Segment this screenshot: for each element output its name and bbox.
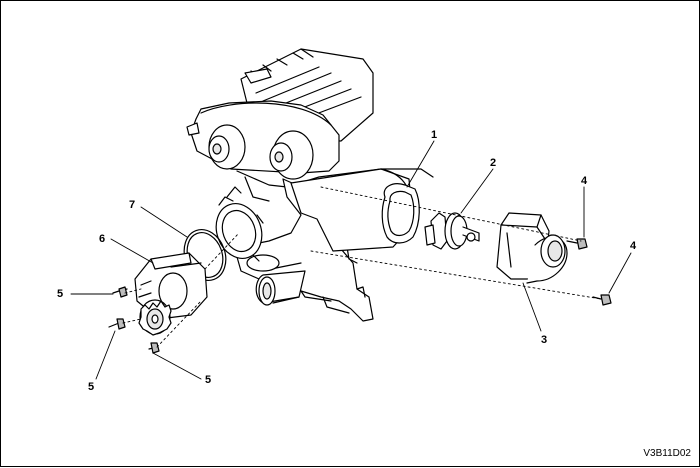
bolt-5-middle: [108, 318, 126, 330]
water-pump: [134, 252, 208, 336]
water-pump-flange: [215, 186, 264, 262]
camshaft-sprocket-right: [269, 130, 314, 180]
callout-4-lower: 4: [630, 240, 637, 252]
callout-6: 6: [99, 233, 106, 245]
callout-3: 3: [541, 334, 548, 346]
callout-7: 7: [129, 199, 136, 211]
callout-4-upper: 4: [581, 175, 588, 187]
bolt-4-lower: [592, 294, 612, 306]
callout-1: 1: [431, 129, 438, 141]
thermostat-housing-cover: [496, 212, 568, 284]
thermostat-gasket: [381, 183, 420, 244]
cylinder-head: [186, 48, 434, 202]
bolt-5-lower: [148, 342, 160, 354]
alignment-lines: [122, 186, 602, 348]
coolant-housing-casting: [236, 178, 374, 322]
camshaft-sprocket-left: [208, 124, 246, 170]
callout-5-bottom-right: 5: [205, 374, 212, 386]
water-pump-sprocket: [138, 299, 172, 336]
callout-5-bottom-left: 5: [88, 381, 95, 393]
callout-5-left: 5: [57, 288, 64, 300]
bolt-5-upper: [112, 286, 128, 298]
thermostat: [424, 212, 480, 250]
leader-lines: [70, 140, 632, 380]
figure-code: V3B11D02: [643, 448, 691, 459]
callout-2: 2: [490, 157, 497, 169]
bolt-4-upper: [566, 238, 588, 250]
